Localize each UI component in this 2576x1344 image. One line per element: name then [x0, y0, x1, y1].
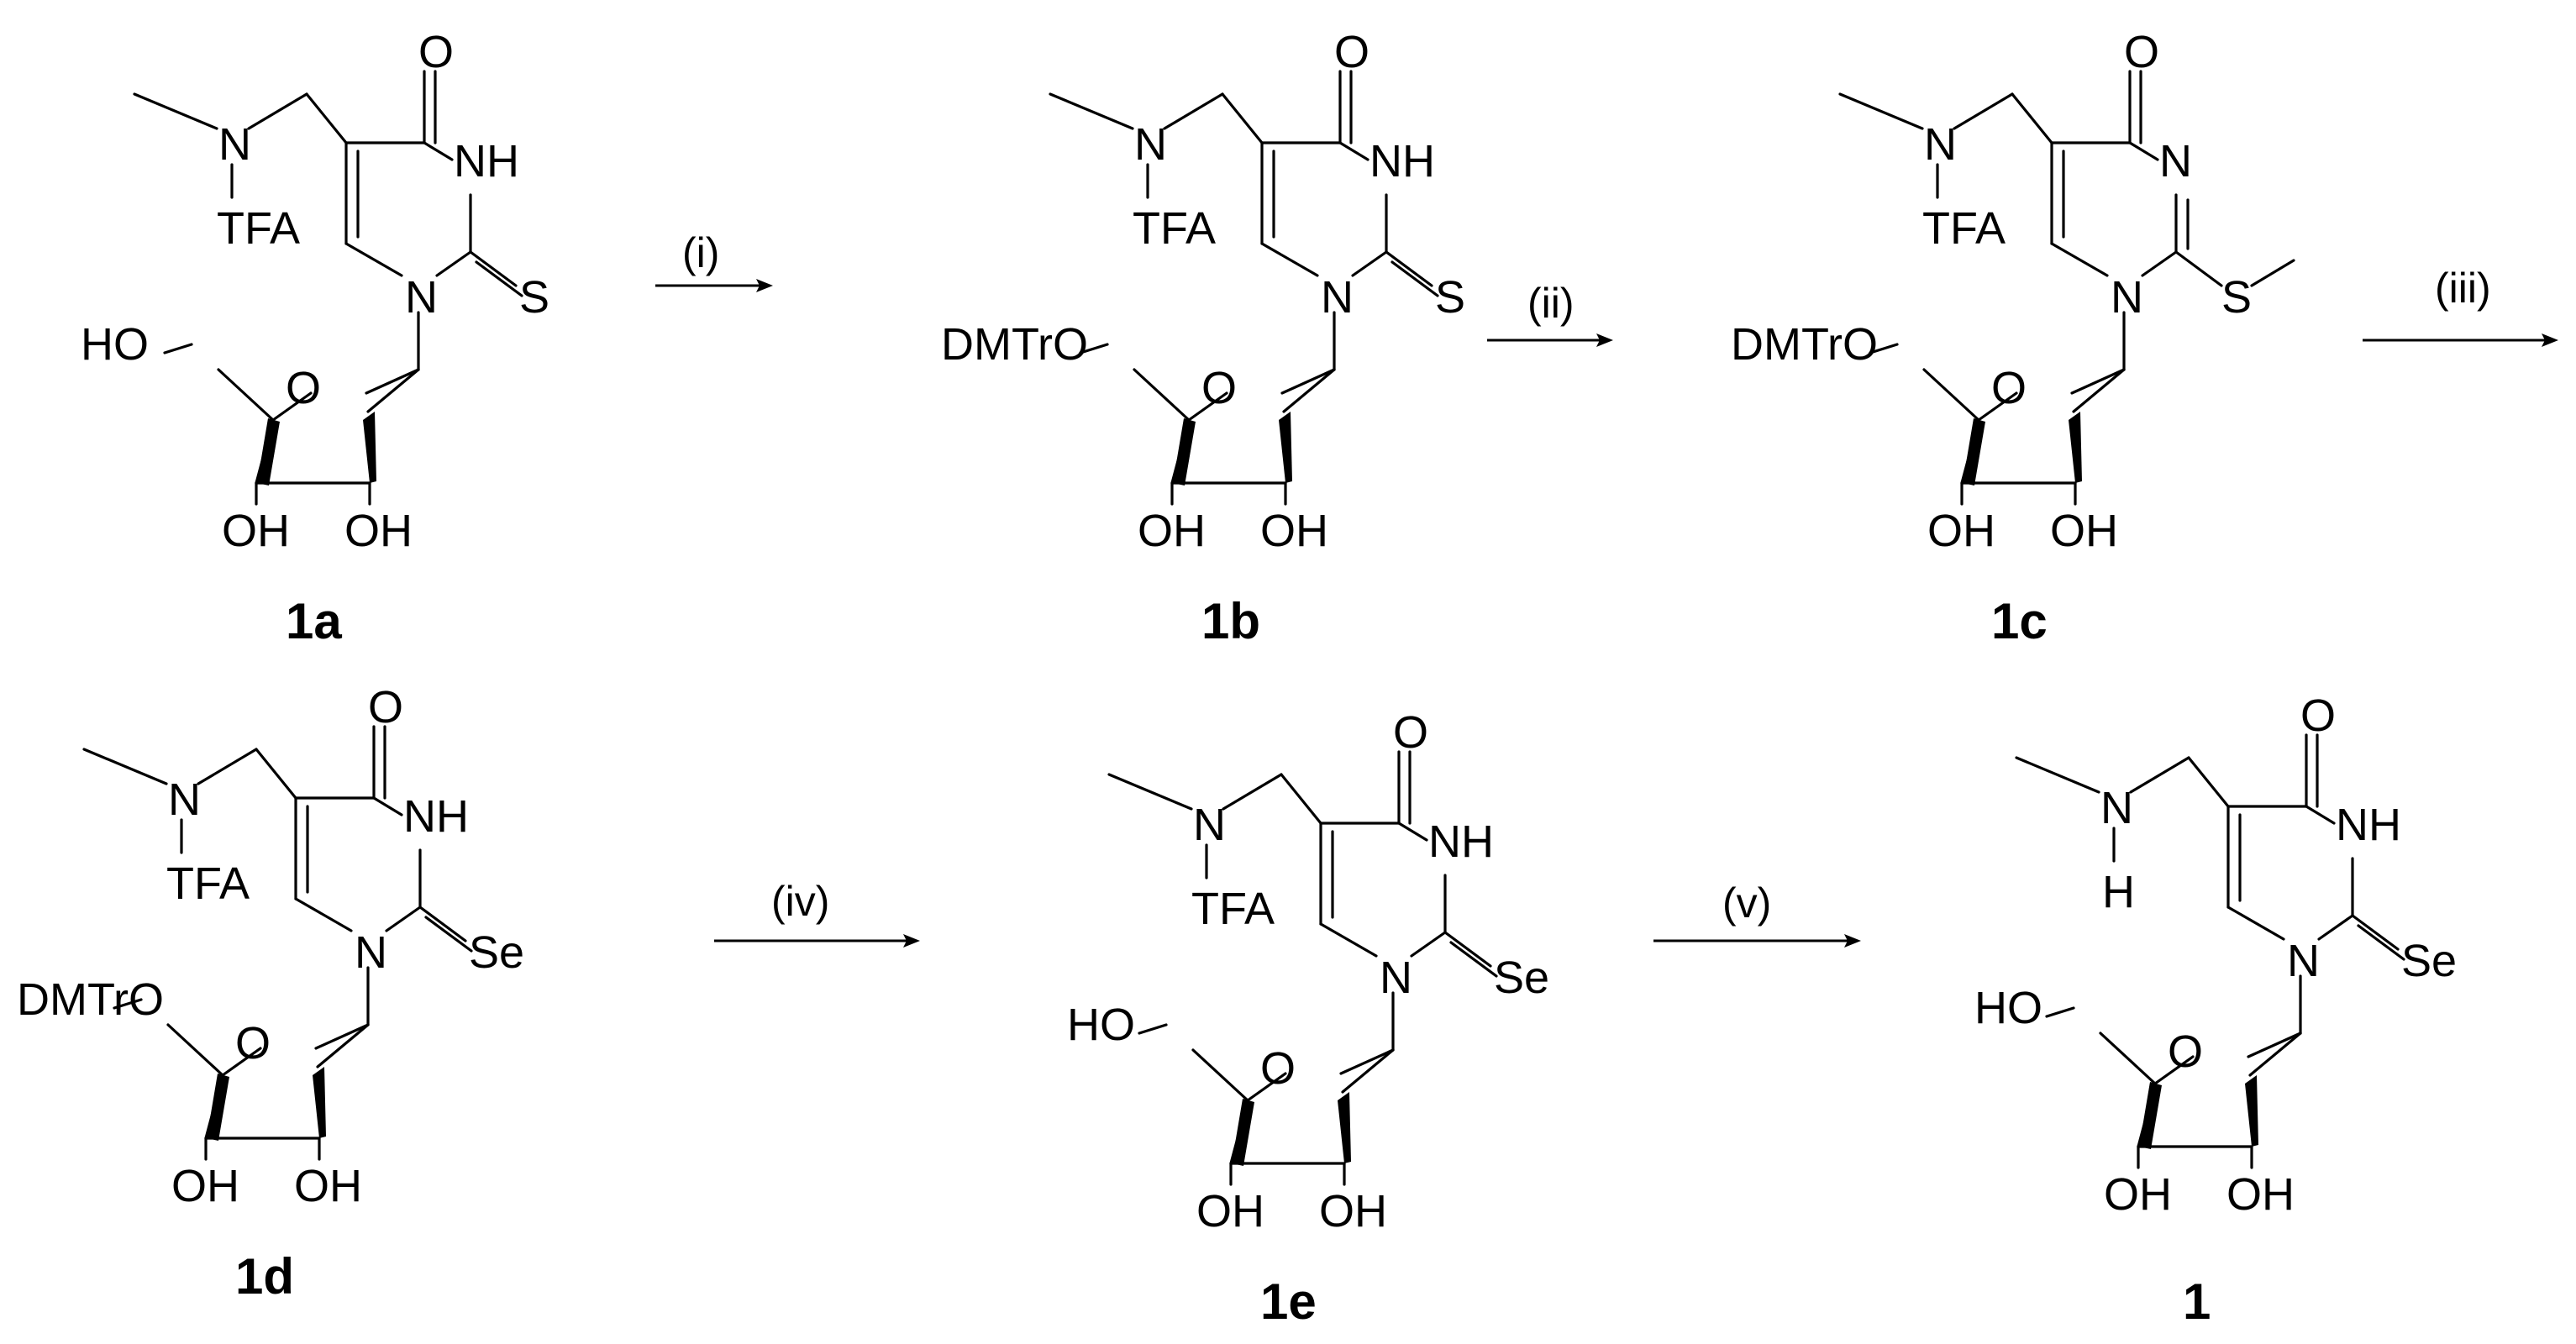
atom-oh3: OH	[171, 1161, 239, 1211]
atom-n1: N	[1321, 272, 1354, 323]
atom-oh3: OH	[2104, 1169, 2172, 1220]
reaction-arrow-i: (i)	[655, 229, 773, 292]
atom-amine-n: N	[1924, 119, 1957, 170]
atom-n1: N	[2111, 272, 2143, 323]
compound-label: 1d	[235, 1248, 294, 1305]
atom-sugar-o: O	[235, 1018, 271, 1068]
reaction-step-label: (iii)	[2435, 265, 2491, 312]
atom-oh3: OH	[1196, 1186, 1264, 1236]
reaction-step-label: (ii)	[1527, 280, 1575, 327]
reaction-step-label: (v)	[1722, 879, 1771, 927]
reaction-step-label: (i)	[682, 229, 719, 276]
atom-amine-n: N	[1134, 119, 1167, 170]
compound-1c: O N N TFA N S O DMTrO OH OH 1c	[1731, 27, 2295, 649]
atom-oh2: OH	[1319, 1186, 1387, 1236]
compound-1d: O NH N TFA N Se O DMTrO OH OH 1d	[17, 682, 524, 1305]
atom-x2: Se	[1494, 953, 1549, 1003]
compound-label: 1a	[286, 593, 342, 649]
reaction-arrow-ii: (ii)	[1487, 280, 1613, 347]
atom-c5-substituent: HO	[81, 319, 149, 370]
compound-1a: O NH N TFA N S O HO OH OH 1a	[81, 27, 549, 649]
atom-x2: Se	[2401, 936, 2457, 986]
atom-x2: S	[2221, 272, 2252, 323]
atom-sugar-o: O	[286, 363, 321, 413]
atom-amine-n: N	[1193, 800, 1226, 850]
atom-carbonyl-o: O	[368, 682, 403, 732]
atom-c5-substituent: DMTrO	[1731, 319, 1878, 370]
atom-n1: N	[405, 272, 438, 323]
compound-label: 1	[2183, 1273, 2211, 1330]
atom-carbonyl-o: O	[2300, 690, 2336, 741]
atom-oh3: OH	[1138, 506, 1206, 556]
atom-amine-substituent: TFA	[166, 858, 250, 909]
atom-n1: N	[1380, 953, 1412, 1003]
reaction-arrow-iv: (iv)	[714, 878, 920, 948]
atom-nh: NH	[403, 791, 469, 842]
atom-oh2: OH	[1260, 506, 1328, 556]
reaction-arrow-iii: (iii)	[2363, 265, 2558, 347]
atom-oh2: OH	[294, 1161, 362, 1211]
atom-carbonyl-o: O	[418, 27, 454, 77]
atom-x2: S	[519, 272, 549, 323]
atom-amine-substituent: TFA	[1191, 884, 1275, 934]
reaction-step-label: (iv)	[771, 878, 829, 925]
compound-1e: O NH N TFA N Se O HO OH OH 1e	[1067, 707, 1549, 1330]
atom-n1: N	[2287, 936, 2320, 986]
atom-oh3: OH	[222, 506, 290, 556]
atom-carbonyl-o: O	[2124, 27, 2159, 77]
atom-nh: NH	[2336, 800, 2401, 850]
compound-label: 1e	[1260, 1273, 1317, 1330]
atom-c5-substituent: DMTrO	[17, 974, 164, 1025]
atom-sugar-o: O	[1991, 363, 2027, 413]
atom-nh: NH	[1428, 816, 1494, 867]
atom-carbonyl-o: O	[1393, 707, 1428, 758]
compound-1b: O NH N TFA N S O DMTrO OH OH 1b	[941, 27, 1465, 649]
atom-amine-n: N	[168, 774, 201, 825]
atom-amine-substituent: H	[2102, 867, 2135, 917]
atom-amine-substituent: TFA	[217, 203, 300, 254]
compound-1: O NH N H N Se O HO OH OH 1	[1974, 690, 2457, 1330]
compound-label: 1c	[1991, 593, 2048, 649]
atom-oh2: OH	[344, 506, 413, 556]
atom-n1: N	[355, 927, 387, 978]
compound-label: 1b	[1201, 593, 1260, 649]
atom-ring-n: N	[2159, 136, 2192, 186]
reaction-arrow-v: (v)	[1653, 879, 1861, 948]
atom-c5-substituent: HO	[1974, 983, 2042, 1033]
atom-amine-substituent: TFA	[1922, 203, 2006, 254]
atom-amine-substituent: TFA	[1133, 203, 1216, 254]
atom-nh: NH	[454, 136, 519, 186]
atom-sugar-o: O	[1201, 363, 1237, 413]
atom-x2: S	[1435, 272, 1465, 323]
atom-c5-substituent: HO	[1067, 1000, 1135, 1050]
atom-carbonyl-o: O	[1334, 27, 1369, 77]
atom-amine-n: N	[2100, 783, 2133, 833]
atom-c5-substituent: DMTrO	[941, 319, 1088, 370]
atom-sugar-o: O	[1260, 1043, 1296, 1094]
atom-oh2: OH	[2050, 506, 2118, 556]
atom-nh: NH	[1369, 136, 1435, 186]
atom-oh2: OH	[2226, 1169, 2295, 1220]
atom-oh3: OH	[1927, 506, 1995, 556]
atom-amine-n: N	[218, 119, 251, 170]
atom-x2: Se	[469, 927, 524, 978]
atom-sugar-o: O	[2168, 1026, 2203, 1077]
